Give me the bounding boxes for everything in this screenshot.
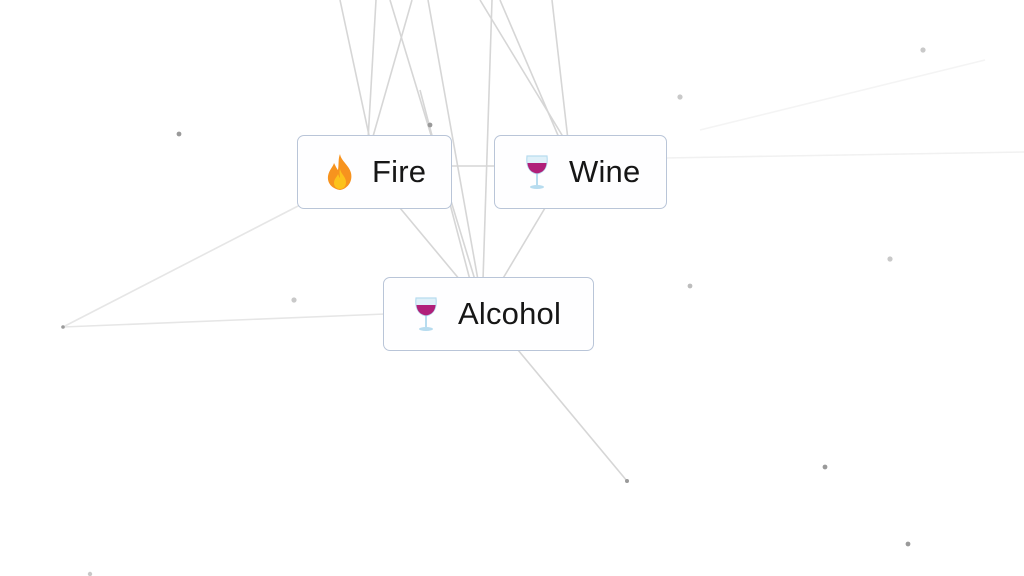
link-line [427, 0, 479, 281]
wine-glass-icon [526, 155, 548, 189]
fire-icon [327, 154, 352, 190]
link-line [482, 0, 493, 281]
link-dot [887, 256, 893, 262]
element-tile-alcohol[interactable]: Alcohol [383, 277, 594, 351]
link-dot [920, 47, 926, 53]
link-line [62, 204, 301, 328]
element-label-fire: Fire [372, 154, 427, 189]
link-dot [625, 479, 629, 483]
link-line [664, 151, 1024, 159]
link-line [339, 0, 371, 141]
link-line [517, 349, 628, 482]
link-dots [61, 47, 926, 576]
link-line [479, 0, 566, 141]
link-dot [87, 571, 93, 576]
link-line [367, 0, 377, 141]
link-dot [427, 122, 433, 128]
element-label-alcohol: Alcohol [458, 296, 562, 331]
wine-glass-icon [415, 297, 437, 331]
link-dot [176, 131, 182, 137]
element-tile-fire[interactable]: Fire [297, 135, 452, 209]
link-dot [822, 464, 828, 470]
link-lines [62, 0, 1024, 482]
link-line [499, 0, 561, 141]
link-dot [61, 325, 65, 329]
link-line [551, 0, 569, 141]
link-line [699, 59, 986, 131]
link-dot [291, 297, 297, 303]
element-label-wine: Wine [569, 154, 641, 189]
link-line [62, 313, 386, 328]
element-tile-wine[interactable]: Wine [494, 135, 667, 209]
link-dot [905, 541, 911, 547]
link-dot [677, 94, 683, 100]
link-line [371, 0, 413, 141]
link-line [399, 207, 461, 281]
link-line [501, 207, 546, 281]
link-dot [687, 283, 693, 289]
